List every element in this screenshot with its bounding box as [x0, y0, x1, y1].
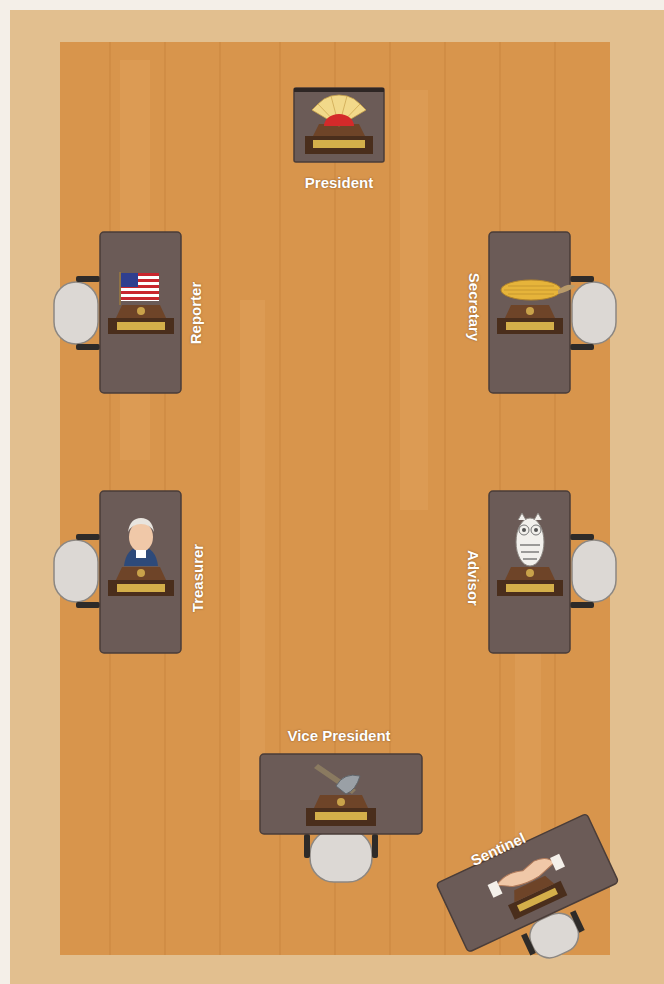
officer-station: Vice President — [260, 754, 422, 834]
officer-station: Treasurer — [100, 491, 181, 653]
officer-station: Advisor — [489, 491, 570, 653]
station-label: Treasurer — [189, 544, 206, 612]
station-label: President — [305, 174, 373, 191]
officer-station: President — [294, 88, 384, 162]
station-label: Advisor — [465, 550, 482, 606]
officer-station: Reporter — [100, 232, 181, 393]
station-label: Sentinel — [468, 829, 528, 869]
officer-station: Secretary — [489, 232, 570, 393]
officer-station: Sentinel — [440, 825, 615, 935]
station-label: Secretary — [466, 273, 483, 341]
station-label: Reporter — [187, 282, 204, 345]
station-label: Vice President — [287, 727, 390, 744]
